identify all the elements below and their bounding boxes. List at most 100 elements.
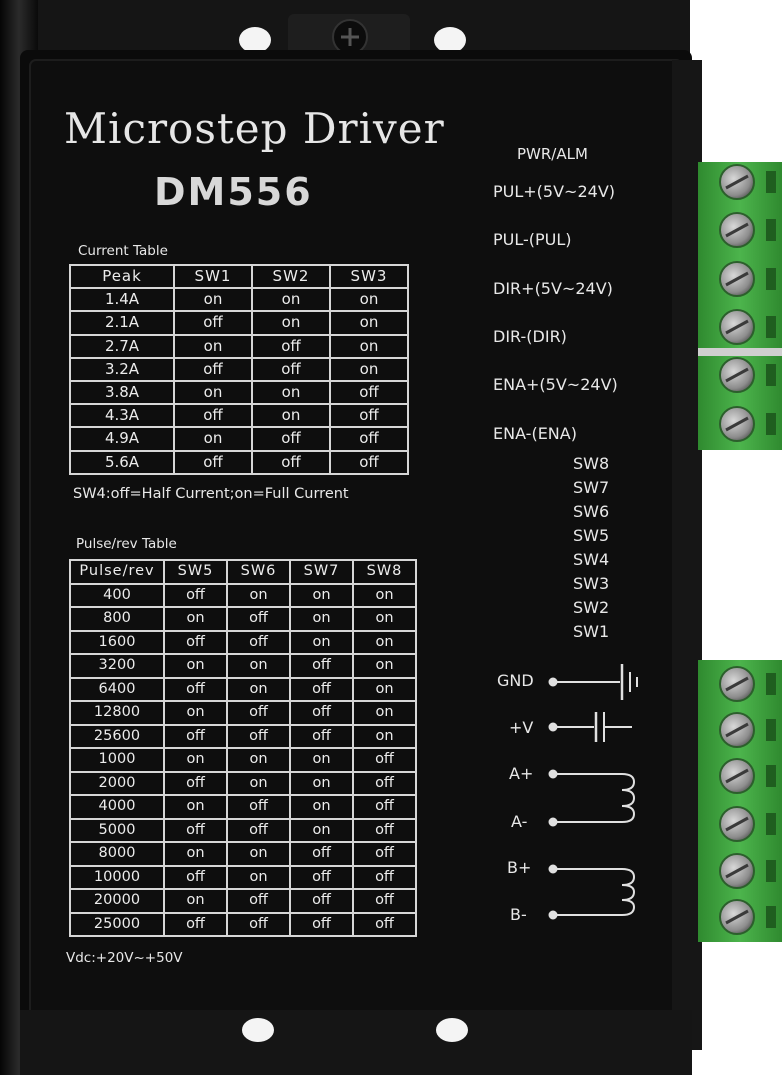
- table-cell: on: [352, 653, 417, 679]
- mounting-hole-icon: [239, 27, 271, 53]
- table-header-cell: SW1: [173, 263, 253, 290]
- table-cell: off: [163, 911, 228, 937]
- table-cell: on: [163, 606, 228, 632]
- table-cell: 1600: [69, 629, 165, 655]
- screw-slot: [725, 319, 749, 335]
- terminal-slot: [766, 906, 776, 928]
- table-cell: on: [163, 747, 228, 773]
- table-cell: off: [163, 629, 228, 655]
- table-cell: on: [226, 676, 291, 702]
- table-cell: on: [173, 379, 253, 406]
- table-cell: on: [226, 653, 291, 679]
- table-cell: on: [173, 333, 253, 359]
- label-b-plus: B+: [507, 858, 532, 877]
- mounting-hole-icon: [434, 27, 466, 53]
- pulse-table-caption: Pulse/rev Table: [76, 536, 177, 552]
- table-cell: 1.4A: [69, 287, 175, 313]
- screw-slot: [725, 174, 749, 190]
- table-cell: on: [163, 653, 228, 679]
- table-cell: off: [226, 700, 291, 726]
- table-cell: off: [226, 723, 291, 749]
- screw-slot: [725, 768, 749, 784]
- table-cell: off: [329, 403, 409, 429]
- table-cell: off: [289, 723, 354, 749]
- terminal-slot: [766, 364, 776, 386]
- table-cell: off: [226, 629, 291, 655]
- table-header-cell: SW7: [289, 559, 354, 585]
- table-header-cell: Peak: [69, 263, 175, 290]
- table-cell: on: [329, 310, 409, 336]
- table-cell: on: [163, 888, 228, 914]
- table-cell: off: [329, 426, 409, 452]
- switch-label-sw3: SW3: [573, 574, 610, 593]
- table-cell: 3200: [69, 653, 165, 679]
- table-cell: on: [352, 723, 417, 749]
- table-header-cell: SW8: [352, 559, 417, 585]
- terminal-slot: [766, 860, 776, 882]
- current-note: SW4:off=Half Current;on=Full Current: [73, 486, 349, 502]
- table-cell: off: [163, 676, 228, 702]
- label-pul-plus: PUL+(5V~24V): [493, 182, 615, 201]
- switch-label-sw2: SW2: [573, 598, 610, 617]
- table-cell: off: [226, 794, 291, 820]
- table-cell: on: [352, 700, 417, 726]
- table-cell: off: [173, 403, 253, 429]
- table-cell: on: [173, 426, 253, 452]
- table-cell: on: [289, 817, 354, 843]
- table-cell: off: [163, 582, 228, 608]
- table-cell: 1000: [69, 747, 165, 773]
- table-cell: 10000: [69, 864, 165, 890]
- table-cell: off: [352, 841, 417, 867]
- terminal-slot: [766, 673, 776, 695]
- table-cell: off: [163, 770, 228, 796]
- switch-label-sw6: SW6: [573, 502, 610, 521]
- table-cell: off: [163, 817, 228, 843]
- label-vplus: +V: [509, 718, 534, 737]
- table-cell: 3.2A: [69, 356, 175, 382]
- label-ena-minus: ENA-(ENA): [493, 424, 577, 443]
- table-cell: on: [163, 841, 228, 867]
- table-cell: 4000: [69, 794, 165, 820]
- table-cell: 4.3A: [69, 403, 175, 429]
- label-gnd: GND: [497, 671, 534, 690]
- table-cell: off: [352, 747, 417, 773]
- table-cell: off: [289, 911, 354, 937]
- table-cell: off: [289, 676, 354, 702]
- screw-slot: [725, 722, 749, 738]
- table-cell: on: [329, 333, 409, 359]
- table-cell: on: [226, 864, 291, 890]
- table-cell: on: [251, 310, 331, 336]
- table-header-cell: SW3: [329, 263, 409, 290]
- table-cell: on: [289, 747, 354, 773]
- switch-label-sw1: SW1: [573, 622, 610, 641]
- table-cell: on: [226, 747, 291, 773]
- screw-slot: [725, 676, 749, 692]
- product-title: Microstep Driver: [64, 104, 445, 153]
- table-cell: 400: [69, 582, 165, 608]
- switch-label-sw7: SW7: [573, 478, 610, 497]
- table-cell: on: [226, 770, 291, 796]
- table-cell: 5000: [69, 817, 165, 843]
- label-dir-minus: DIR-(DIR): [493, 327, 567, 346]
- table-cell: off: [251, 333, 331, 359]
- screw-slot: [725, 367, 749, 383]
- table-cell: on: [226, 841, 291, 867]
- table-cell: off: [173, 449, 253, 475]
- table-cell: 25000: [69, 911, 165, 937]
- table-cell: 2.1A: [69, 310, 175, 336]
- mounting-hole-icon: [242, 1018, 274, 1042]
- table-cell: on: [289, 582, 354, 608]
- mounting-screw-icon: [332, 19, 368, 55]
